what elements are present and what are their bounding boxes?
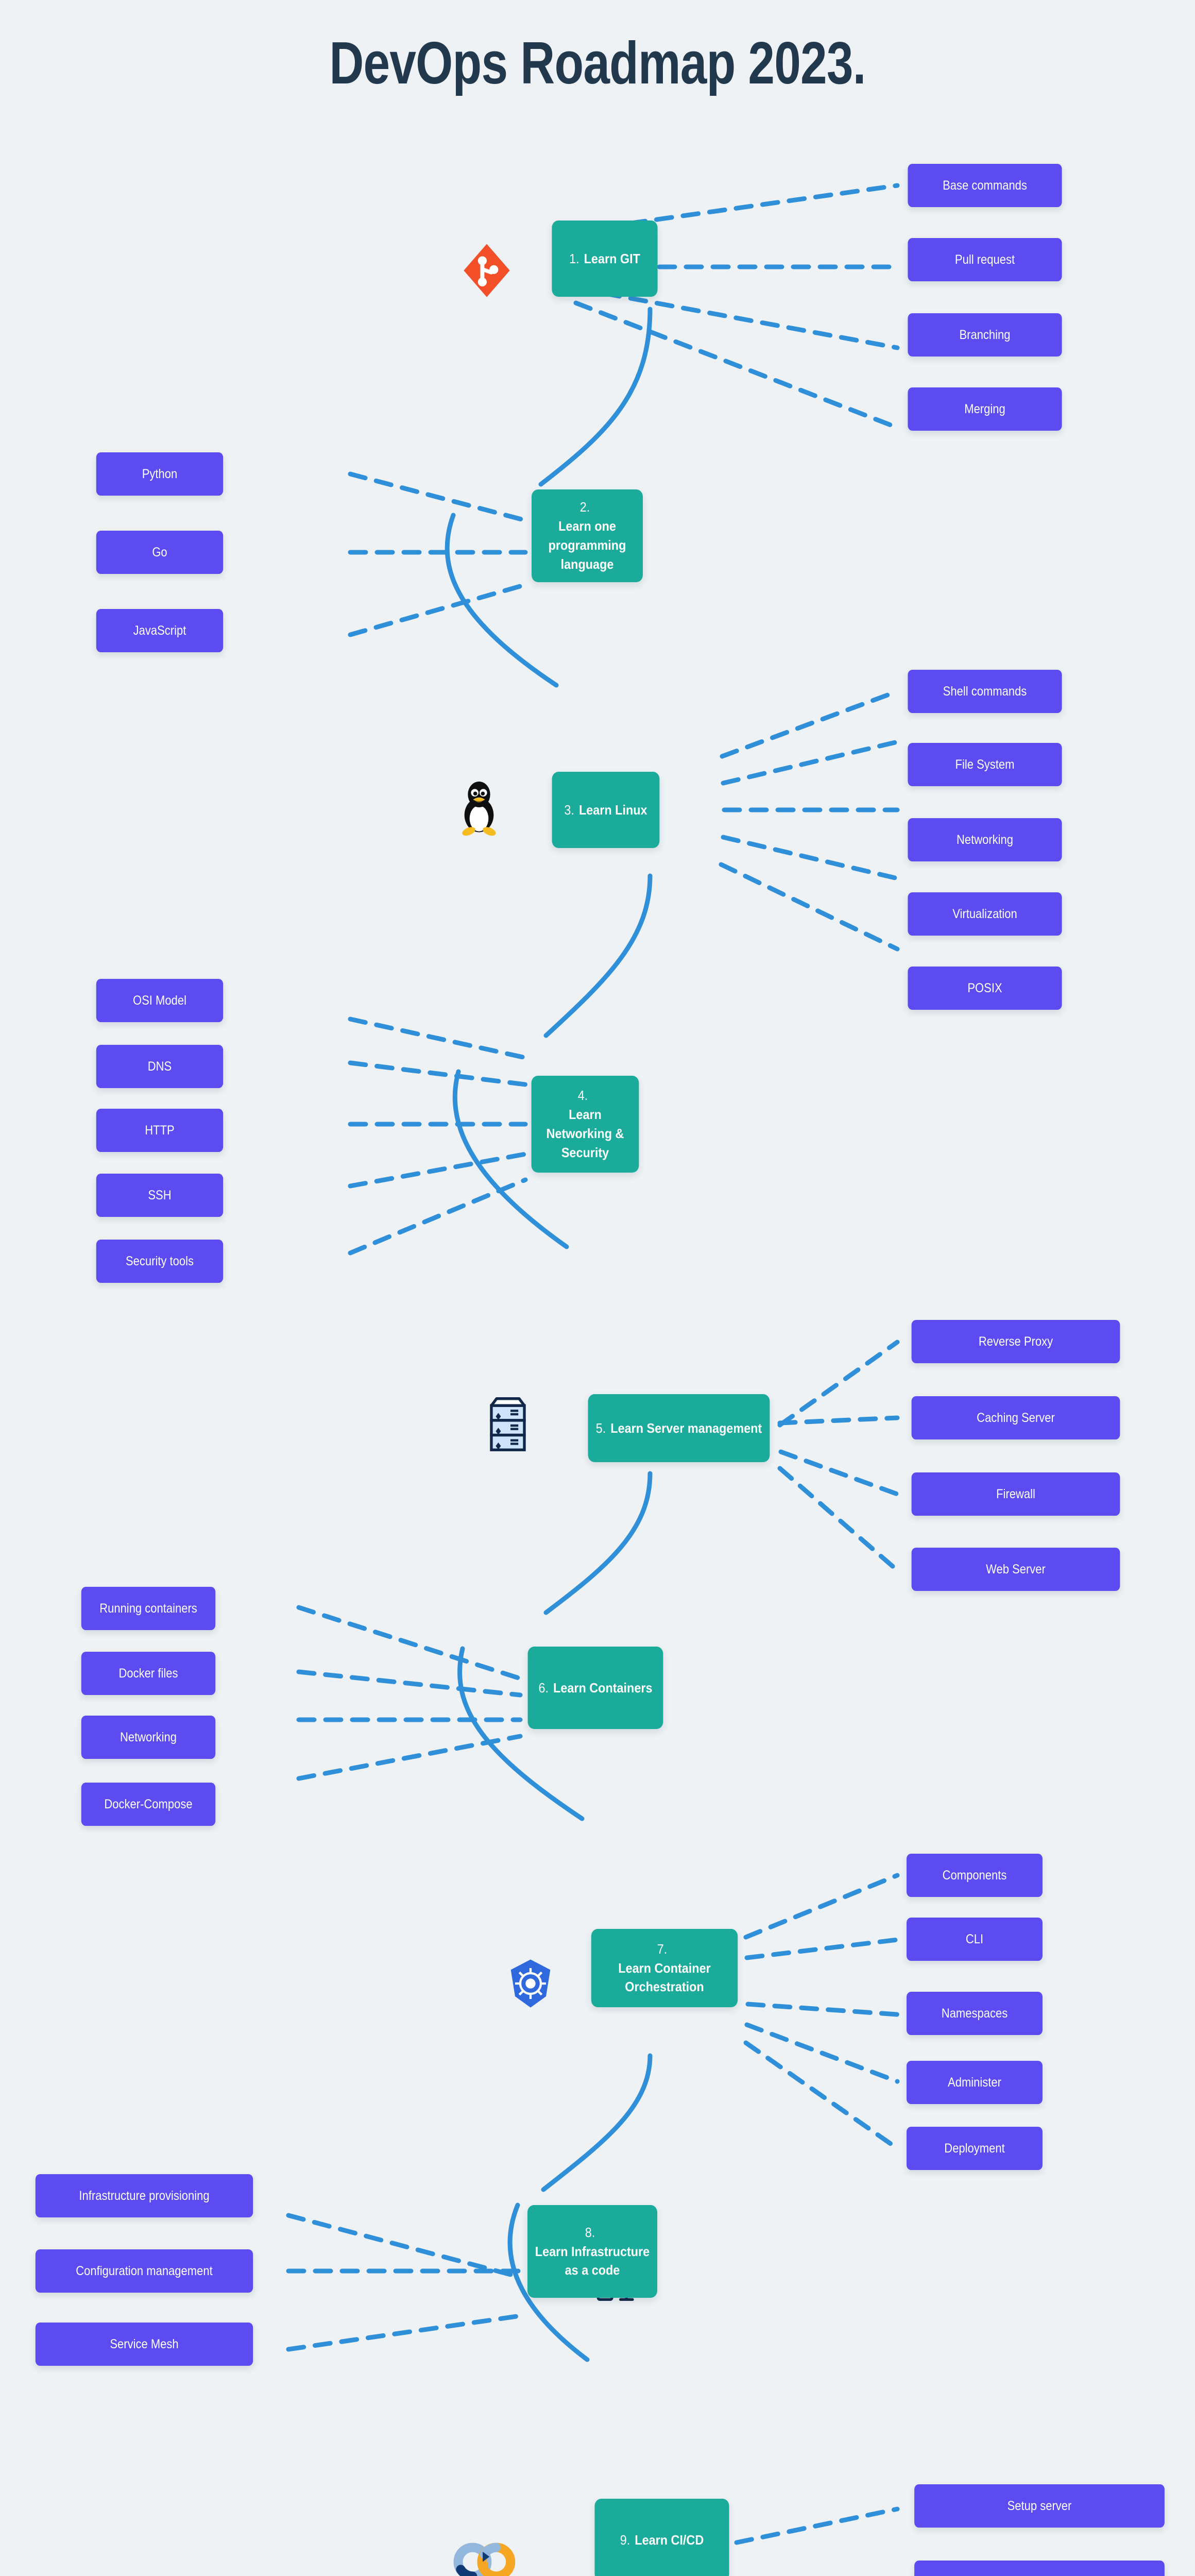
roadmap-subnode[interactable]: DNS [96, 1045, 224, 1088]
roadmap-subnode[interactable]: Go [96, 531, 224, 574]
roadmap-subnode[interactable]: JavaScript [96, 609, 224, 652]
roadmap-node-7[interactable]: 7. Learn Container Orchestration [591, 1929, 738, 2007]
roadmap-subnode[interactable]: Networking [81, 1716, 216, 1759]
roadmap-subnode[interactable]: POSIX [908, 967, 1062, 1010]
roadmap-subnode[interactable]: Reverse Proxy [911, 1320, 1120, 1363]
kubernetes-helm-icon [510, 1959, 551, 2008]
devops-infinity-icon [453, 2543, 516, 2576]
roadmap-subnode[interactable]: Running containers [81, 1587, 216, 1630]
roadmap-subnode[interactable]: Virtualization [908, 892, 1062, 936]
node-title: Learn CI/CD [635, 2532, 704, 2548]
server-rack-icon [490, 1397, 526, 1451]
roadmap-subnode[interactable]: Docker files [81, 1652, 216, 1695]
node-title: Learn GIT [584, 250, 640, 266]
node-number: 4. [577, 1088, 588, 1104]
roadmap-subnode[interactable]: Infrastructure provisioning [35, 2174, 253, 2217]
roadmap-node-1[interactable]: 1. Learn GIT [552, 221, 658, 297]
git-icon [464, 244, 510, 297]
node-number: 1. [569, 250, 579, 266]
roadmap-subnode[interactable]: Security tools [96, 1240, 224, 1283]
roadmap-subnode[interactable]: Deployment [907, 2127, 1043, 2170]
roadmap-subnode[interactable]: Namespaces [907, 1992, 1043, 2035]
roadmap-subnode[interactable]: OSI Model [96, 979, 224, 1022]
roadmap-subnode[interactable]: Branching [908, 313, 1062, 357]
roadmap-subnode[interactable]: SSH [96, 1174, 224, 1217]
roadmap-node-3[interactable]: 3.Learn Linux [552, 772, 660, 848]
node-title: Learn Infrastructure as a code [535, 2243, 650, 2278]
node-title: Learn Linux [578, 802, 647, 818]
roadmap-subnode[interactable]: Firewall [911, 1472, 1120, 1516]
roadmap-subnode[interactable]: Service Mesh [35, 2323, 253, 2366]
node-number: 5. [595, 1420, 606, 1436]
roadmap-subnode[interactable]: HTTP [96, 1109, 224, 1152]
roadmap-subnode[interactable]: Caching Server [911, 1396, 1120, 1439]
roadmap-node-2[interactable]: 2. Learn one programming language [532, 489, 643, 582]
roadmap-subnode[interactable]: Base commands [908, 164, 1062, 207]
roadmap-subnode[interactable]: Shell commands [908, 670, 1062, 713]
roadmap-node-6[interactable]: 6.Learn Containers [527, 1647, 663, 1729]
node-number: 2. [579, 499, 590, 515]
roadmap-subnode[interactable]: Setup server [914, 2484, 1165, 2528]
roadmap-node-9[interactable]: 9. Learn CI/CD [594, 2499, 729, 2576]
roadmap-subnode[interactable]: Integration [914, 2561, 1165, 2576]
roadmap-subnode[interactable]: CLI [907, 1918, 1043, 1961]
node-number: 9. [620, 2532, 630, 2548]
roadmap-subnode[interactable]: Merging [908, 387, 1062, 431]
roadmap-subnode[interactable]: Administer [907, 2061, 1043, 2104]
linux-penguin-icon [462, 782, 496, 836]
node-number: 7. [657, 1941, 668, 1957]
roadmap-node-5[interactable]: 5.Learn Server management [588, 1394, 770, 1462]
roadmap-subnode[interactable]: Components [907, 1854, 1043, 1897]
page-title: DevOps Roadmap 2023. [329, 29, 866, 96]
node-title: Learn Containers [553, 1680, 653, 1696]
roadmap-node-8[interactable]: 8. Learn Infrastructure as a code [527, 2205, 657, 2298]
roadmap-subnode[interactable]: Python [96, 452, 224, 496]
node-title: Learn one programming language [548, 518, 626, 572]
roadmap-node-4[interactable]: 4. Learn Networking & Security [531, 1076, 639, 1173]
node-number: 8. [585, 2224, 595, 2240]
node-number: 3. [564, 802, 574, 818]
node-number: 6. [538, 1680, 549, 1696]
node-title: Learn Container Orchestration [618, 1960, 711, 1995]
roadmap-subnode[interactable]: Docker-Compose [81, 1783, 216, 1826]
roadmap-subnode[interactable]: Pull request [908, 238, 1062, 281]
roadmap-subnode[interactable]: Web Server [911, 1548, 1120, 1591]
roadmap-subnode[interactable]: File System [908, 743, 1062, 786]
node-title: Learn Networking & Security [546, 1107, 624, 1160]
roadmap-subnode[interactable]: Configuration management [35, 2249, 253, 2293]
roadmap-subnode[interactable]: Networking [908, 818, 1062, 861]
node-title: Learn Server management [610, 1420, 762, 1436]
